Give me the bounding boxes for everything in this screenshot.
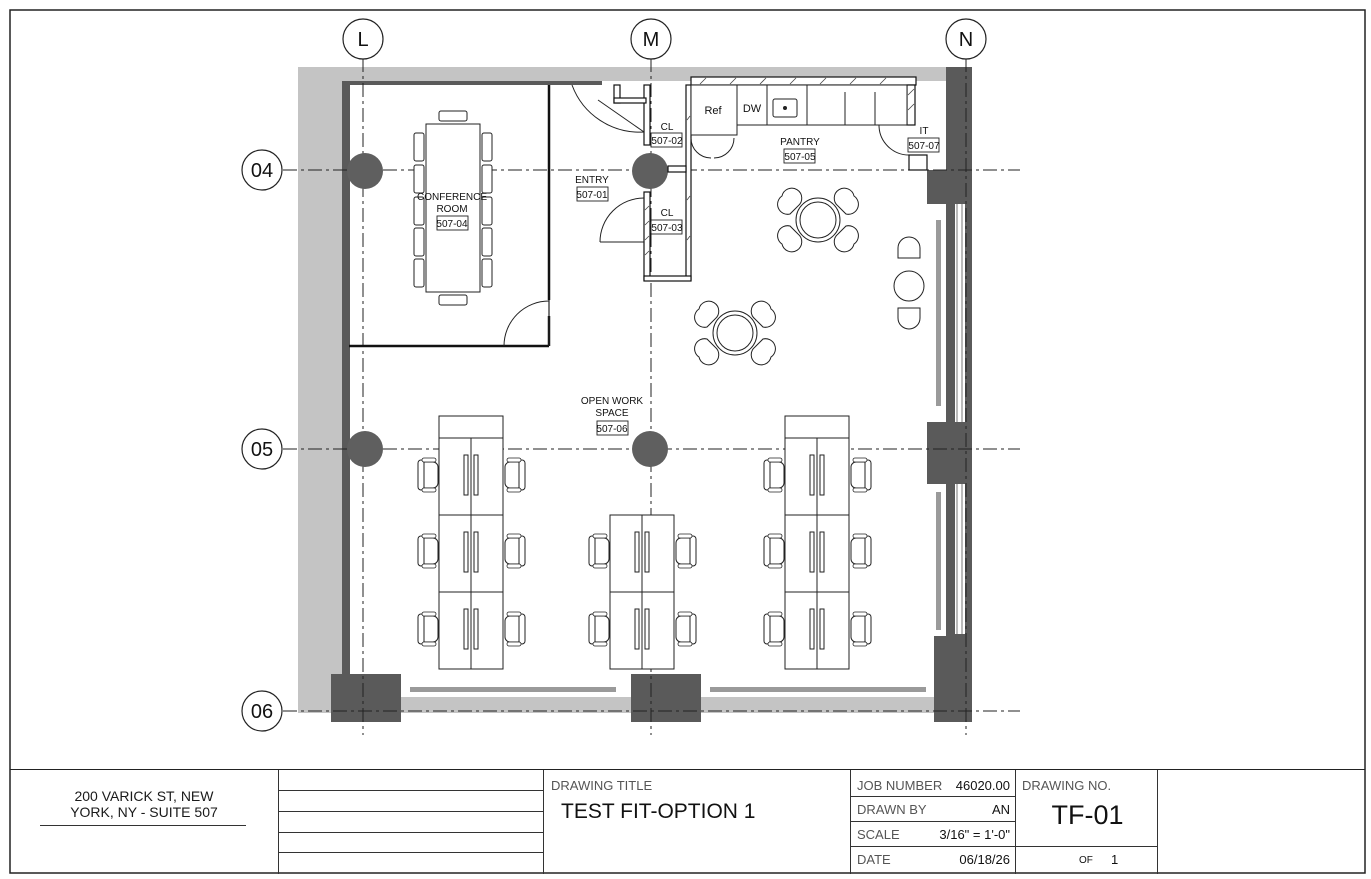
fixture-label-refrigerator: Ref bbox=[704, 105, 722, 117]
interior-wall-top bbox=[342, 81, 602, 85]
pier-bottom-mid bbox=[631, 674, 701, 722]
grid-label-row-05: 05 bbox=[251, 439, 273, 461]
title-block: 200 VARICK ST, NEW YORK, NY - SUITE 507 … bbox=[10, 769, 1365, 874]
room-name-open-work-line2: SPACE bbox=[595, 408, 628, 419]
lounge-table-1 bbox=[777, 187, 859, 253]
room-number-entry: 507-01 bbox=[576, 190, 608, 201]
structural-columns bbox=[347, 153, 668, 467]
closet-walls bbox=[613, 84, 692, 282]
exterior-wall-left bbox=[298, 81, 342, 699]
pier-right-04 bbox=[927, 170, 972, 204]
grid-label-col-l: L bbox=[357, 29, 368, 51]
room-number-closet-a: 507-02 bbox=[651, 136, 683, 147]
it-closet-wall bbox=[908, 154, 928, 171]
room-number-conference: 507-04 bbox=[436, 219, 468, 230]
drawing-title-cell: DRAWING TITLE TEST FIT-OPTION 1 bbox=[543, 770, 850, 874]
grid-label-col-n: N bbox=[959, 29, 973, 51]
drawn-by-label: DRAWN BY bbox=[857, 802, 927, 817]
workstation-cluster-mid bbox=[609, 514, 675, 670]
scale-label: SCALE bbox=[857, 827, 900, 842]
drawing-number: TF-01 bbox=[1051, 800, 1124, 830]
job-number-label: JOB NUMBER bbox=[857, 778, 943, 793]
address-cell: 200 VARICK ST, NEW YORK, NY - SUITE 507 bbox=[10, 770, 278, 874]
address-line2: YORK, NY - SUITE 507 bbox=[70, 804, 218, 820]
sink-drain bbox=[783, 106, 787, 110]
side-table-with-chairs bbox=[893, 236, 925, 330]
pantry-wall-right bbox=[906, 84, 916, 126]
workstation-cluster-right bbox=[784, 415, 850, 670]
room-name-pantry: PANTRY bbox=[780, 137, 820, 148]
radiator-right-upper bbox=[936, 220, 941, 406]
drawing-title: TEST FIT-OPTION 1 bbox=[561, 800, 756, 823]
job-number: 46020.00 bbox=[955, 778, 1010, 793]
drawing-title-label: DRAWING TITLE bbox=[551, 778, 653, 793]
sheet-border bbox=[9, 9, 1366, 874]
revision-cell bbox=[278, 770, 543, 874]
room-name-it: IT bbox=[920, 126, 929, 137]
grid-label-row-06: 06 bbox=[251, 701, 273, 723]
revision-row-line bbox=[279, 790, 543, 791]
room-number-pantry: 507-05 bbox=[784, 152, 816, 163]
refrigerator bbox=[690, 84, 738, 136]
room-number-closet-b: 507-03 bbox=[651, 223, 683, 234]
lounge-table-2 bbox=[694, 300, 776, 366]
conference-table bbox=[425, 123, 481, 293]
job-info-divider bbox=[851, 796, 1015, 797]
pantry-wall-hatch bbox=[699, 77, 915, 111]
drawing-no-label: DRAWING NO. bbox=[1022, 778, 1112, 793]
pantry-wall-top bbox=[690, 76, 917, 86]
grid-label-col-m: M bbox=[643, 29, 660, 51]
window-right bbox=[955, 204, 965, 634]
room-number-open-work: 507-06 bbox=[596, 424, 628, 435]
room-name-closet-b: CL bbox=[661, 208, 674, 219]
entry-door-swings bbox=[571, 84, 910, 243]
sheet-of-label: OF bbox=[1079, 855, 1093, 866]
pier-bottom-left bbox=[331, 674, 401, 722]
conference-chairs bbox=[413, 110, 493, 306]
job-info-divider bbox=[851, 846, 1015, 847]
room-name-open-work-line1: OPEN WORK bbox=[581, 396, 644, 407]
job-info-divider bbox=[851, 821, 1015, 822]
radiator-bottom-left bbox=[410, 687, 616, 692]
drawing-number-cell: DRAWING NO. TF-01 OF 1 bbox=[1015, 770, 1158, 874]
room-name-conference-line1: CONFERENCE bbox=[417, 192, 487, 203]
room-name-entry: ENTRY bbox=[575, 175, 609, 186]
sheet-of-total: 1 bbox=[1111, 852, 1119, 867]
job-info-cell: JOB NUMBER 46020.00 DRAWN BY AN SCALE 3/… bbox=[850, 770, 1015, 874]
interior-wall-left bbox=[342, 81, 350, 698]
revision-row-line bbox=[279, 811, 543, 812]
address-underline bbox=[40, 825, 246, 826]
drawn-by: AN bbox=[991, 802, 1010, 817]
pier-right-05 bbox=[927, 422, 972, 484]
room-tag-boxes bbox=[436, 132, 940, 436]
pantry-counter bbox=[736, 84, 908, 126]
room-name-conference-line2: ROOM bbox=[436, 204, 467, 215]
conference-door-swing bbox=[503, 300, 550, 347]
workstation-cluster-left bbox=[438, 415, 504, 670]
radiator-right-lower bbox=[936, 492, 941, 630]
radiator-bottom-right bbox=[710, 687, 926, 692]
room-number-it: 507-07 bbox=[908, 141, 940, 152]
drawing-number-divider bbox=[1016, 846, 1157, 847]
scale: 3/16" = 1'-0" bbox=[939, 827, 1010, 842]
address-line1: 200 VARICK ST, NEW bbox=[74, 788, 214, 804]
fixture-label-dishwasher: DW bbox=[743, 103, 762, 115]
room-name-closet-a: CL bbox=[661, 122, 674, 133]
grid-label-row-04: 04 bbox=[251, 160, 273, 182]
revision-row-line bbox=[279, 852, 543, 853]
date: 06/18/26 bbox=[959, 852, 1010, 867]
date-label: DATE bbox=[857, 852, 891, 867]
revision-row-line bbox=[279, 832, 543, 833]
exterior-wall-bottom bbox=[298, 697, 948, 713]
closet-wall-hatch bbox=[644, 115, 691, 256]
grid-bubbles bbox=[241, 18, 987, 732]
